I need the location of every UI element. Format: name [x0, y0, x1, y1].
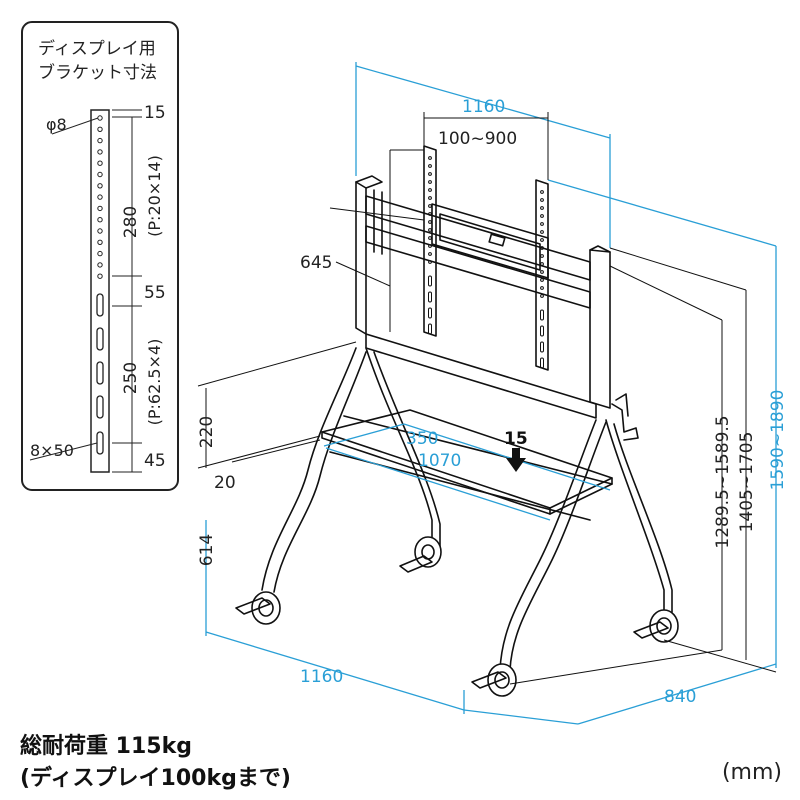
stand-bracket-hole	[540, 286, 544, 290]
stand-bracket-hole	[540, 246, 544, 250]
dim-center-height: 1289.5~1589.5	[713, 415, 733, 548]
stand-bracket-hole	[540, 238, 544, 242]
bracket-holes	[97, 115, 103, 279]
dim-shelf-depth: 350	[406, 429, 438, 449]
dim-base-width: 1160	[300, 667, 343, 687]
bracket-hole	[97, 228, 103, 234]
dim-shelf-load: 15	[504, 429, 528, 449]
stand-bracket-hole	[428, 260, 432, 264]
stand-bracket-hole	[428, 228, 432, 232]
bracket-hole	[97, 205, 103, 212]
stand-bracket-slot	[428, 291, 432, 303]
dim-shelf-width: 1070	[418, 451, 461, 471]
bracket-hole	[97, 149, 103, 155]
hole-diameter-label: φ8	[46, 115, 67, 134]
dim-base-depth: 840	[664, 687, 696, 707]
stand-bracket-slot	[540, 357, 544, 369]
stand-bracket-hole	[540, 254, 544, 258]
stand-bracket-hole	[428, 220, 432, 224]
dim-pitch-small: 280	[121, 206, 141, 238]
bracket-hole	[97, 194, 103, 200]
stand-bracket-hole	[428, 212, 432, 216]
stand-bracket-hole	[428, 244, 432, 248]
bracket-hole	[97, 273, 103, 279]
unit-label: (mm)	[721, 760, 782, 785]
bracket-hole	[97, 160, 103, 166]
stand-bracket-slot	[540, 309, 544, 321]
bracket-hole	[97, 126, 103, 133]
stand-bracket-slot	[428, 307, 432, 319]
caster-back-left	[399, 536, 442, 573]
inset-dimension-lines	[112, 109, 142, 473]
dim-shelf-height: 614	[197, 534, 217, 566]
display-capacity-caption: (ディスプレイ100kgまで)	[20, 766, 291, 791]
dim-shelf-offset: 20	[214, 473, 236, 493]
load-capacity-caption: 総耐荷重 115kg	[20, 734, 192, 759]
caster-front-right	[471, 663, 517, 697]
slot-size-label: 8×50	[30, 441, 74, 460]
stand-bracket-hole	[428, 188, 432, 192]
load-arrow-icon	[506, 448, 526, 472]
dim-gap: 55	[144, 283, 166, 303]
stand-bracket-hole	[540, 278, 544, 282]
inset-title-1: ディスプレイ用	[38, 38, 156, 59]
bracket-slots	[96, 293, 104, 455]
dim-bracket-height: 645	[300, 253, 332, 273]
dim-pitch-large-note: (P:62.5×4)	[145, 339, 164, 426]
dim-pitch-small-note: (P:20×14)	[145, 155, 164, 237]
black-dimension-lines	[197, 112, 777, 685]
dim-top-width: 1160	[462, 97, 505, 117]
dim-top-height: 1405~1705	[737, 432, 757, 533]
stand-bracket-slot	[428, 323, 432, 335]
bracket-hole	[97, 262, 103, 268]
stand-bracket-hole	[540, 222, 544, 226]
stand-bracket-hole	[428, 172, 432, 176]
stand-bracket-hole	[428, 164, 432, 168]
dim-bracket-range: 100~900	[438, 129, 517, 149]
bracket-hole	[97, 137, 103, 144]
stand-bracket-hole	[428, 196, 432, 200]
dim-top: 15	[144, 103, 166, 123]
bracket-dimension-inset: ディスプレイ用 ブラケット寸法 φ8 8×50	[21, 21, 179, 491]
inset-title-2: ブラケット寸法	[38, 62, 157, 83]
stand-bracket-hole	[540, 230, 544, 234]
stand-bracket-slot	[540, 325, 544, 337]
blue-dimension-lines	[205, 62, 777, 725]
bracket-hole	[97, 183, 103, 189]
stand-bracket-hole	[540, 214, 544, 218]
dimension-labels: 1160 100~900 645 350 1070 15 220 20 614 …	[197, 97, 788, 707]
caster-front-left	[235, 591, 281, 625]
dim-total-height: 1590~1890	[768, 390, 788, 491]
stand-bracket-hole	[428, 236, 432, 240]
bracket-bar	[90, 109, 110, 473]
bracket-hole	[97, 250, 103, 257]
dim-shelf-gap: 220	[197, 416, 217, 448]
caster-back-right	[633, 609, 679, 643]
stand-bracket-hole	[428, 156, 432, 160]
stand-bracket-hole	[428, 252, 432, 256]
stand-bracket-hole	[540, 190, 544, 194]
stand-bracket-hole	[428, 180, 432, 184]
bracket-hole	[97, 217, 103, 223]
tv-stand-drawing	[235, 145, 679, 697]
dim-pitch-large: 250	[121, 362, 141, 394]
stand-bracket-hole	[540, 294, 544, 298]
stand-bracket-hole	[540, 198, 544, 202]
stand-bracket-slot	[540, 341, 544, 353]
bracket-hole	[97, 171, 103, 178]
dim-bottom: 45	[144, 451, 166, 471]
stand-bracket-hole	[428, 204, 432, 208]
stand-bracket-hole	[540, 270, 544, 274]
stand-bracket-hole	[540, 206, 544, 210]
stand-bracket-hole	[540, 262, 544, 266]
stand-bracket-slot	[428, 275, 432, 287]
bracket-hole	[97, 239, 103, 246]
